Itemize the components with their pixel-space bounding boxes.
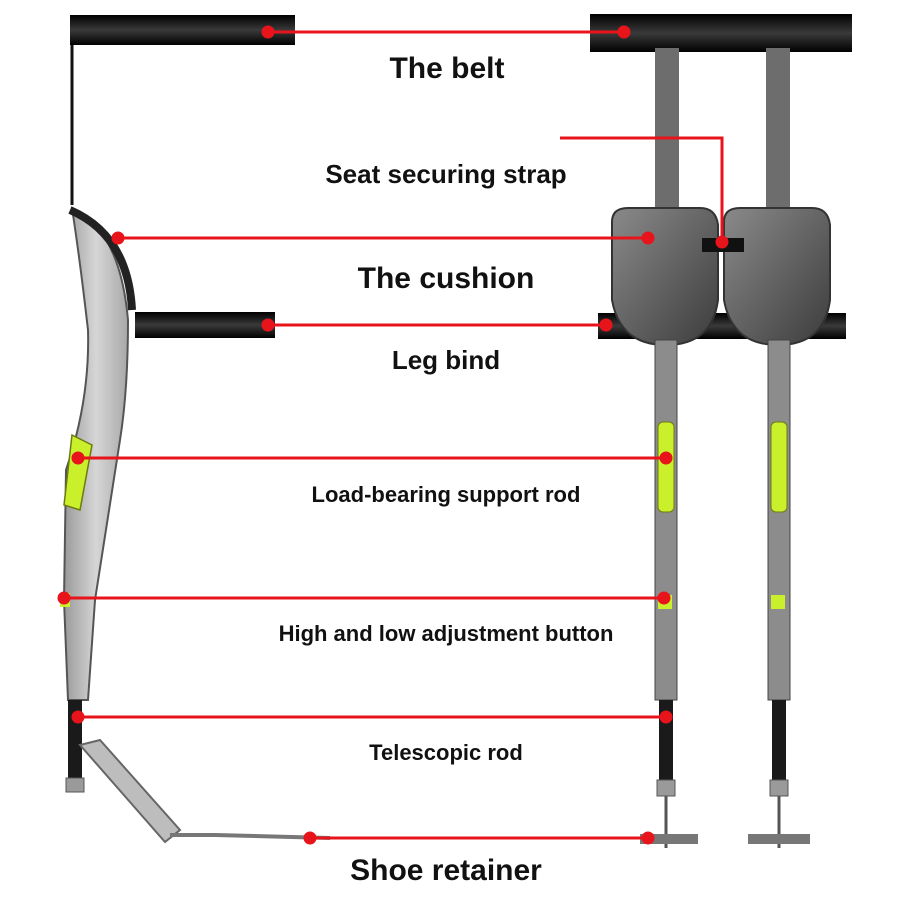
leader-telescopic-dot-b <box>659 710 673 724</box>
front-cushion-right <box>723 207 831 347</box>
front-foot-left <box>640 834 698 844</box>
leader-cushion-dot-a <box>111 231 125 245</box>
labels: The belt Seat securing strap The cushion… <box>279 52 614 887</box>
label-cushion: The cushion <box>358 262 535 295</box>
front-rod-left <box>654 339 678 701</box>
label-shoe-retainer: Shoe retainer <box>350 854 542 887</box>
leader-adjust-button-dot-a <box>57 591 71 605</box>
label-seat-strap: Seat securing strap <box>325 159 566 189</box>
leader-leg-bind-dot-b <box>599 318 613 332</box>
leader-cushion-dot-b <box>641 231 655 245</box>
leader-leg-bind-dot-a <box>261 318 275 332</box>
front-accent-right <box>770 421 788 513</box>
front-rod-right <box>767 339 791 701</box>
leader-shoe-dot-a <box>303 831 317 845</box>
leader-belt-dot-a <box>261 25 275 39</box>
label-support-rod: Load-bearing support rod <box>312 482 581 507</box>
side-cushion <box>68 206 136 311</box>
front-telescopic-right <box>772 700 786 780</box>
side-view <box>60 15 331 844</box>
label-adjust-button: High and low adjustment button <box>279 621 614 646</box>
leader-shoe-dot-b <box>641 831 655 845</box>
front-view <box>590 14 852 848</box>
side-shoe-plate <box>170 833 331 840</box>
label-telescopic-rod: Telescopic rod <box>369 740 523 765</box>
label-leg-bind: Leg bind <box>392 345 500 375</box>
side-foot-link <box>78 738 182 844</box>
front-joint-right <box>769 779 789 797</box>
leader-support-rod-dot-a <box>71 451 85 465</box>
front-accent-left <box>657 421 675 513</box>
leader-telescopic-dot-a <box>71 710 85 724</box>
leg-bind-strap-left <box>135 312 275 338</box>
leader-lines <box>57 25 729 845</box>
frame-bar-right <box>766 48 790 218</box>
belt-strap-left <box>70 15 295 45</box>
front-button-right <box>771 595 785 609</box>
side-foot-joint <box>65 777 85 793</box>
label-belt: The belt <box>389 52 504 85</box>
side-accent <box>63 433 93 511</box>
leader-seat-strap-dot <box>715 235 729 249</box>
leader-seat-strap <box>560 136 724 240</box>
belt-strap-right <box>590 14 852 52</box>
frame-bar-left <box>655 48 679 218</box>
front-foot-right <box>748 834 810 844</box>
front-cushion-left <box>611 207 719 347</box>
leader-support-rod-dot-b <box>659 451 673 465</box>
leader-belt-dot-b <box>617 25 631 39</box>
front-joint-left <box>656 779 676 797</box>
leader-adjust-button-dot-b <box>657 591 671 605</box>
